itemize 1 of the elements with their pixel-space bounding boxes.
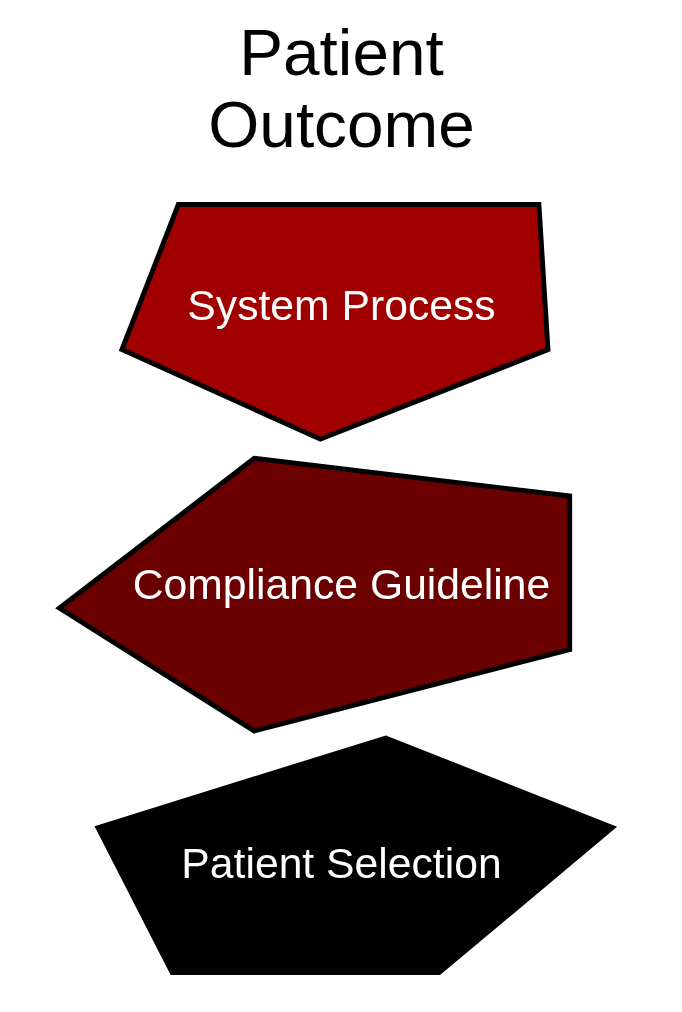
label: Patient Outcome (207, 15, 475, 161)
